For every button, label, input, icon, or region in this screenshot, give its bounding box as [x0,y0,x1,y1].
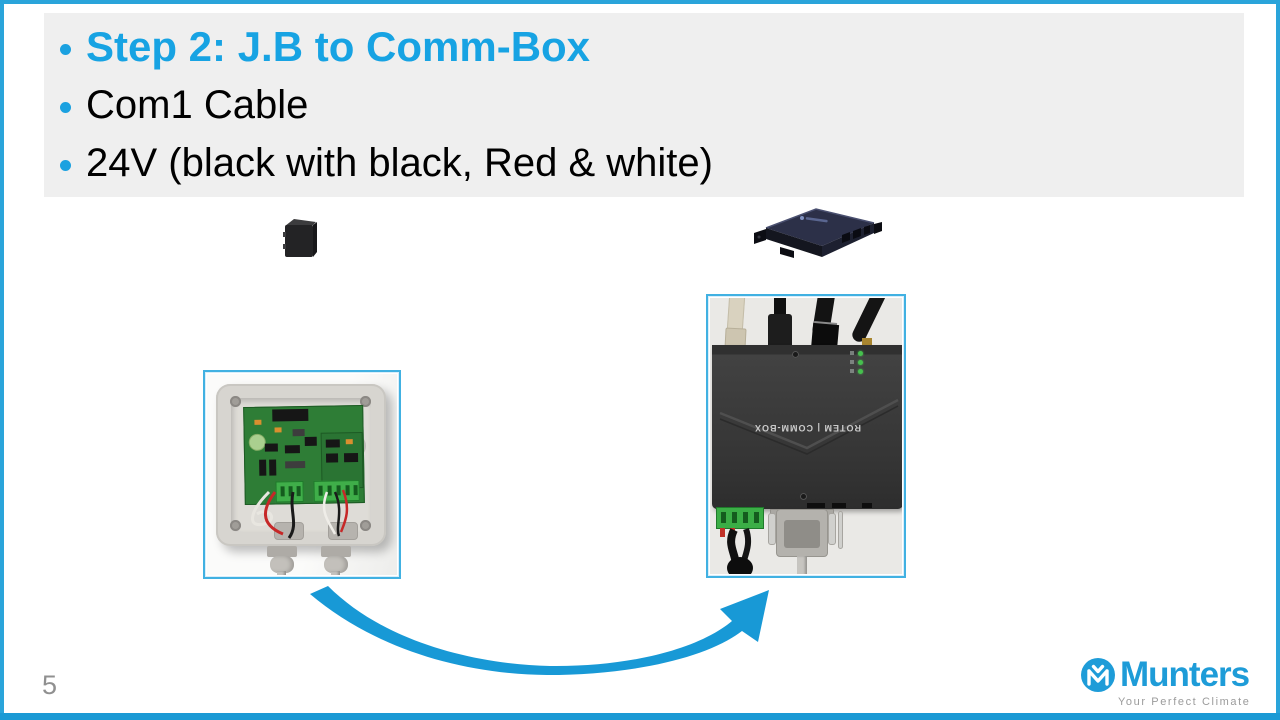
comm-box-photo-content: ROTEM | COMM-BOX [710,298,902,574]
slide-bottom-bar [0,713,1280,720]
slide-left-border [0,0,4,720]
junction-box-open-photo [203,370,401,579]
bottom-port [832,503,846,508]
comm-box-device: ROTEM | COMM-BOX [712,345,902,509]
power-terminal-block [716,507,764,529]
bullet-24v: 24V (black with black, Red & white) [86,140,713,185]
comm-box-wires [727,528,753,574]
bullet-icon [60,43,71,55]
page-number: 5 [42,670,58,700]
status-led [858,351,863,356]
slide-right-border [1276,0,1280,720]
corner-screw-icon [360,520,371,531]
gland-nut [270,556,294,573]
cable [277,571,286,575]
bullet-icon [60,101,71,113]
slide-title: Step 2: J.B to Comm-Box [86,23,591,70]
corner-screw-icon [230,520,241,531]
junction-box-closed-icon [280,217,318,261]
bottom-port [807,503,825,508]
bullet-icon [60,159,71,171]
slide-header: Step 2: J.B to Comm-Box Com1 Cable 24V (… [44,13,1244,197]
gland-nut [267,546,297,557]
bullet-line-com1: Com1 Cable [60,76,1244,134]
munters-logo: Munters Your Perfect Climate [1080,655,1250,708]
corner-screw-icon [230,396,241,407]
thumbscrew [768,513,776,545]
wires-overlay [251,489,349,539]
serial-cable [797,556,807,574]
status-led [858,369,863,374]
jb-to-commbox-arrow [310,586,769,675]
brand-name: Munters [1120,655,1250,694]
gland-nut [321,546,351,557]
thumbscrew [828,513,836,545]
junction-box-photo-content [207,374,397,575]
cable [331,571,340,575]
comm-box-product-icon [750,202,884,264]
db9-body [784,520,820,548]
gland-nut [324,556,348,573]
bullet-line-24v: 24V (black with black, Red & white) [60,134,1244,192]
cable-gland [328,522,358,540]
corner-screw-icon [360,396,371,407]
bottom-port [862,503,872,508]
usb-plug [768,314,792,350]
munters-circle-m-icon [1081,658,1115,692]
status-led [858,360,863,365]
screw-icon [792,351,799,358]
brand-tagline: Your Perfect Climate [1118,696,1251,708]
slide-top-border [0,0,1280,4]
bullet-com1-cable: Com1 Cable [86,82,309,127]
usb-cable [774,298,786,316]
sma-connector [862,338,872,349]
comm-box-photo: ROTEM | COMM-BOX [706,294,906,578]
thumbscrew [838,511,843,549]
red-wire [720,528,725,537]
bullet-line-title: Step 2: J.B to Comm-Box [60,18,1244,76]
screw-icon [800,493,807,500]
